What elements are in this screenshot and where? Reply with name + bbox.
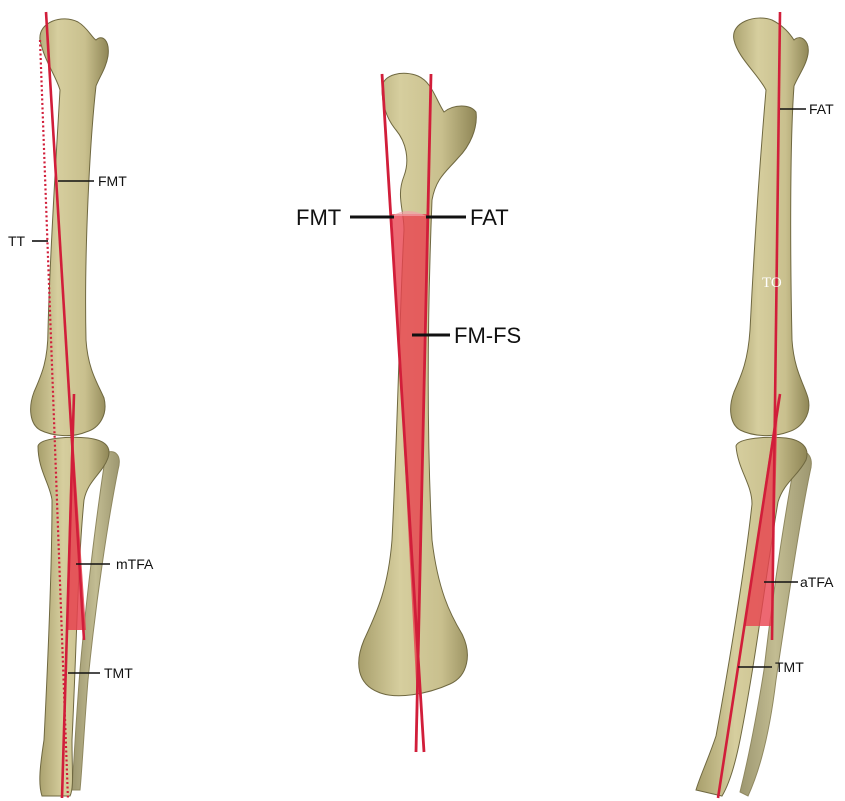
right-fat-label: FAT — [809, 101, 834, 117]
middle-limb: FMT FAT FM-FS — [296, 73, 521, 752]
middle-fat-label: FAT — [470, 205, 509, 230]
middle-fmt-label: FMT — [296, 205, 341, 230]
left-fmt-label: FMT — [98, 173, 127, 189]
left-limb: FMT TT mTFA TMT — [8, 12, 154, 800]
right-limb: FAT TO aTFA TMT — [696, 12, 834, 798]
left-tt-label: TT — [8, 233, 26, 249]
right-tmt-label: TMT — [775, 659, 804, 675]
left-mtfa-label: mTFA — [116, 556, 154, 572]
middle-fm-fs-label: FM-FS — [454, 323, 521, 348]
right-to-label: TO — [762, 275, 782, 291]
right-atfa-label: aTFA — [800, 574, 834, 590]
right-femur — [731, 18, 809, 436]
left-tmt-label: TMT — [104, 665, 133, 681]
